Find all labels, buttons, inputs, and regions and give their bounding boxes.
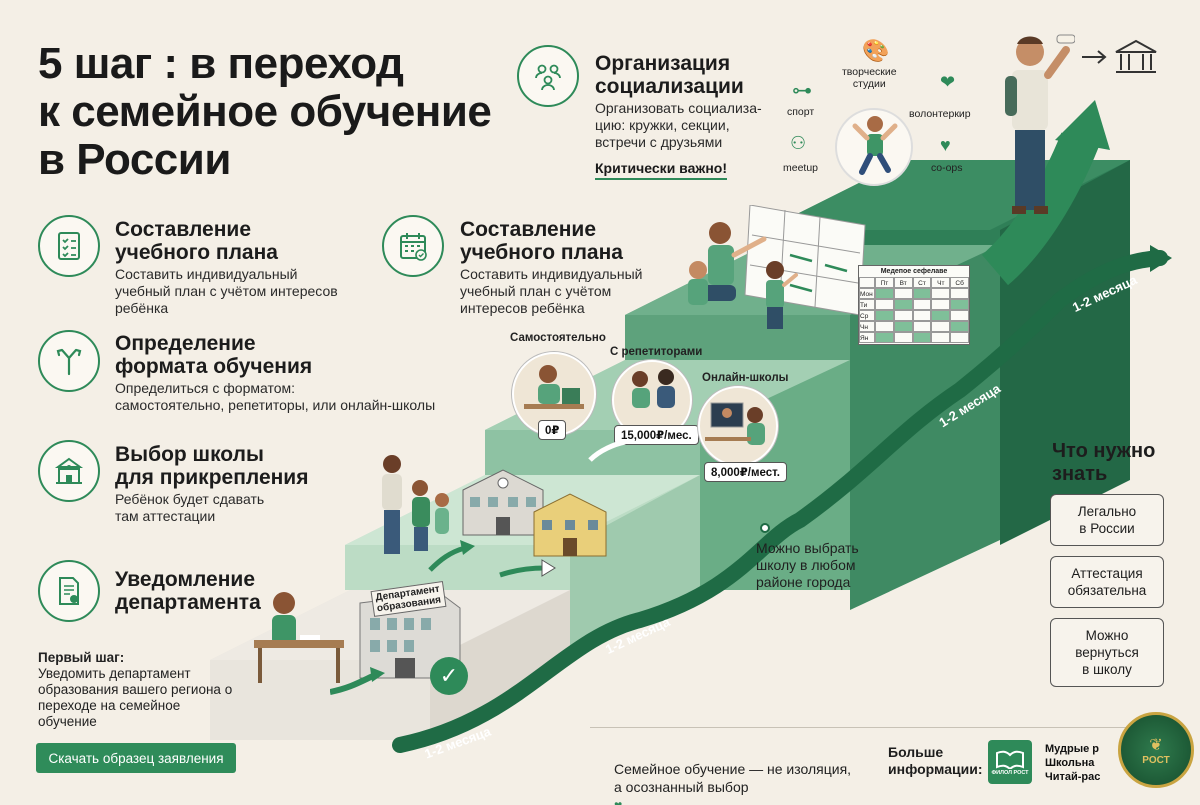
format-online-label: Онлайн-школы — [702, 372, 789, 384]
page-title: 5 шаг : в переход к семейное обучение в … — [38, 39, 492, 184]
book-logo-icon: ФИЛОЛ РОСТ — [988, 740, 1032, 784]
footer-tagline: Семейное обучение — не изоляция, а осозн… — [614, 742, 851, 805]
school-building-illustration — [462, 469, 544, 536]
know-item-attestation: Аттестация обязательна — [1050, 556, 1164, 608]
step-title-format: Определение формата обучения — [115, 332, 313, 378]
leaf-icon: ❦ — [1149, 736, 1163, 754]
critical-badge: Критически важно! — [595, 160, 727, 180]
step-desc-school: Ребёнок будет сдавать там аттестации — [115, 491, 265, 524]
step-desc-format: Определиться с форматом: самостоятельно,… — [115, 380, 436, 413]
child-jumping-illustration — [852, 116, 898, 175]
middle-step-desc: Составить индивидуальный учебный план с … — [460, 266, 643, 316]
know-item-legal: Легально в России — [1050, 494, 1164, 546]
step-title-study-plan: Составление учебного плана — [115, 218, 278, 264]
online-school-illustration — [705, 402, 765, 445]
teacher-child-illustration — [688, 222, 798, 329]
group-icon — [517, 45, 579, 107]
first-step-label: Первый шаг: — [38, 650, 125, 665]
activity-volunteer: волонтеркир — [909, 108, 971, 120]
school-icon — [38, 440, 100, 502]
format-self-label: Самостоятельно — [510, 332, 606, 344]
checklist-icon — [38, 215, 100, 277]
format-tutors-label: С репетиторами — [610, 346, 703, 358]
schedule-grid: Пт Вт Ст Чт Сб Мон Ти Ср Чн Ян — [859, 277, 969, 343]
school-choice-note: Можно выбрать школу в любом районе город… — [756, 540, 859, 590]
middle-step-title: Составление учебного плана — [460, 218, 623, 264]
step-title-notify: Уведомление департамента — [115, 568, 261, 614]
people-icon: ⚇ — [790, 133, 807, 153]
schedule-day: Пт — [875, 277, 894, 288]
schedule-day: Ст — [912, 277, 932, 288]
flow-arrows — [330, 439, 626, 695]
tutor-illustration — [632, 369, 675, 408]
footer-divider — [590, 727, 1170, 728]
activity-meetup: meetup — [783, 162, 819, 174]
schedule-row: Ян — [859, 332, 875, 343]
yellow-school-illustration — [533, 493, 607, 557]
know-item-return: Можно вернуться в школу — [1050, 618, 1164, 687]
schedule-row: Мон — [859, 288, 875, 299]
schedule-day: Сб — [950, 277, 969, 288]
calendar-icon — [382, 215, 444, 277]
format-self-price: 0₽ — [538, 420, 567, 440]
handshake-icon: ♥ — [940, 135, 951, 155]
activity-studios: творческие студии — [842, 66, 897, 90]
schedule-row: Чн — [859, 321, 875, 332]
dumbbell-icon: ⊶ — [792, 80, 812, 102]
self-study-illustration — [524, 365, 584, 409]
university-icon — [1115, 39, 1157, 73]
schedule-table: Медепое сефелаве Пт Вт Ст Чт Сб Мон Ти С… — [858, 265, 970, 345]
more-info-label: Больше информации: — [888, 744, 983, 777]
first-step-text: Уведомить департамент образования вашего… — [38, 666, 233, 729]
activity-sport: спорт — [787, 106, 815, 118]
format-online-price: 8,000₽/мест. — [704, 462, 787, 482]
schedule-title: Медепое сефелаве — [880, 268, 948, 275]
seal-icon: ❦ РОСТ — [1118, 712, 1194, 788]
arrow-right-icon — [1082, 50, 1107, 64]
schedule-day: Вт — [893, 277, 913, 288]
check-badge-icon: ✓ — [430, 657, 468, 695]
step-desc-study-plan: Составить индивидуальный учебный план с … — [115, 266, 338, 316]
heart-hand-icon: ❤ — [940, 72, 956, 92]
first-step-note: Первый шаг: Уведомить департамент образо… — [38, 650, 238, 730]
step-title-school: Выбор школы для прикрепления — [115, 443, 309, 489]
socialization-title: Организация социализации — [595, 52, 744, 98]
format-tutors-price: 15,000₽/мес. — [614, 425, 699, 445]
download-template-button[interactable]: Скачать образец заявления — [36, 743, 236, 773]
document-stamp-icon — [38, 560, 100, 622]
schedule-row: Ср — [859, 310, 875, 321]
partner-links[interactable]: Мудрые р Школьна Читай-рас — [1045, 743, 1101, 783]
schedule-day: Чт — [931, 277, 951, 288]
logo-caption: ФИЛОЛ РОСТ — [991, 769, 1029, 776]
know-title: Что нужно знать — [1052, 440, 1156, 485]
activity-coops: co-ops — [931, 162, 963, 174]
desk-person-illustration — [254, 592, 344, 683]
seal-text: РОСТ — [1142, 754, 1170, 766]
footer-tagline-text: Семейное обучение — не изоляция, а осозн… — [614, 761, 852, 795]
signpost-icon — [38, 330, 100, 392]
family-illustration — [382, 455, 449, 554]
graduate-illustration — [1005, 34, 1075, 214]
palette-icon: 🎨 — [862, 38, 890, 63]
heart-icon: ♥ — [614, 797, 623, 805]
socialization-desc: Организовать социализа- цию: кружки, сек… — [595, 100, 762, 150]
schedule-row: Ти — [859, 299, 875, 310]
